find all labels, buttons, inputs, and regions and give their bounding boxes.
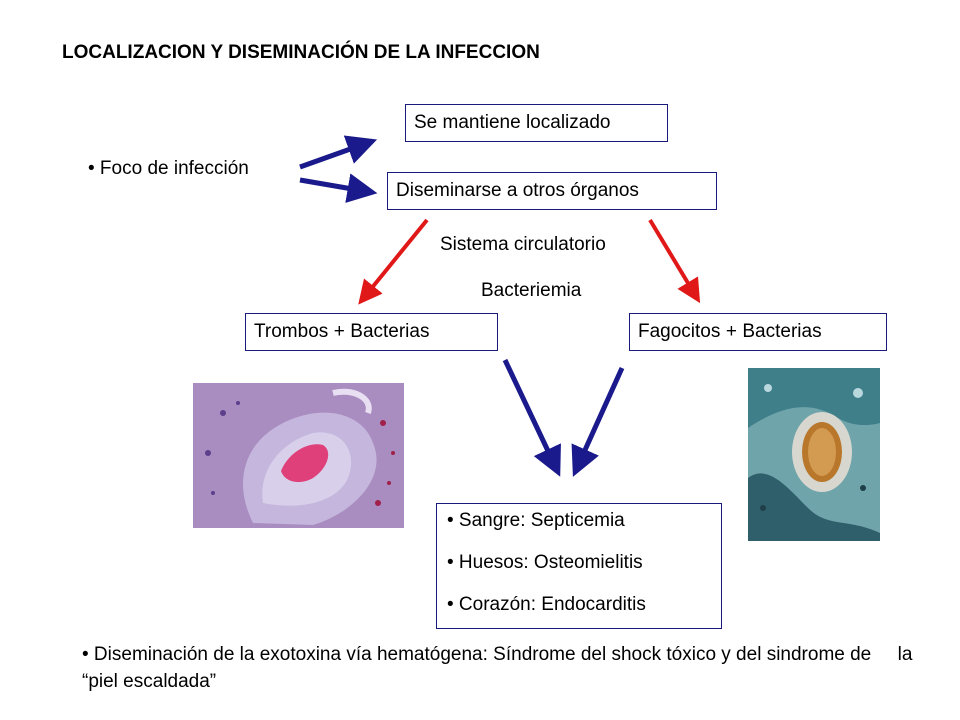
- phagocyte-micrograph-image: [748, 368, 880, 541]
- disseminate-box: Diseminarse a otros órganos: [387, 172, 717, 210]
- arrow-thrombi-to-results: [502, 358, 561, 477]
- arrow-phagocytes-to-results: [571, 366, 625, 477]
- circulatory-system-label: Sistema circulatorio: [440, 234, 606, 255]
- arrow-to-thrombi: [358, 218, 429, 305]
- localized-label: Se mantiene localizado: [414, 112, 611, 133]
- thrombi-label: Trombos: [254, 321, 329, 342]
- arrow-to-phagocytes: [648, 218, 701, 304]
- phagocytes-bacteria-box: Fagocitos+Bacterias: [629, 313, 887, 351]
- complications-box: • Sangre: Septicemia • Huesos: Osteomiel…: [436, 503, 722, 629]
- localized-box: Se mantiene localizado: [405, 104, 668, 142]
- complication-item: • Corazón: Endocarditis: [447, 594, 646, 615]
- arrow-to-disseminate: [299, 173, 378, 203]
- plus-sign: +: [725, 321, 737, 342]
- bacteremia-label: Bacteriemia: [481, 280, 582, 301]
- bacteria-label: Bacterias: [350, 321, 430, 342]
- thrombus-histology-image: [193, 383, 404, 528]
- thrombi-bacteria-box: Trombos+Bacterias: [245, 313, 498, 351]
- complication-item: • Sangre: Septicemia: [447, 510, 625, 531]
- complication-item: • Huesos: Osteomielitis: [447, 552, 643, 573]
- focus-of-infection-label: • Foco de infección: [88, 158, 249, 179]
- bacteria-label: Bacterias: [742, 321, 822, 342]
- arrow-to-localized: [299, 135, 378, 170]
- plus-sign: +: [333, 321, 345, 342]
- page-title: LOCALIZACION Y DISEMINACIÓN DE LA INFECC…: [62, 42, 540, 63]
- phagocytes-label: Fagocitos: [638, 321, 721, 342]
- disseminate-label: Diseminarse a otros órganos: [396, 180, 639, 201]
- exotoxin-dissemination-note: • Diseminación de la exotoxina vía hemat…: [82, 644, 918, 692]
